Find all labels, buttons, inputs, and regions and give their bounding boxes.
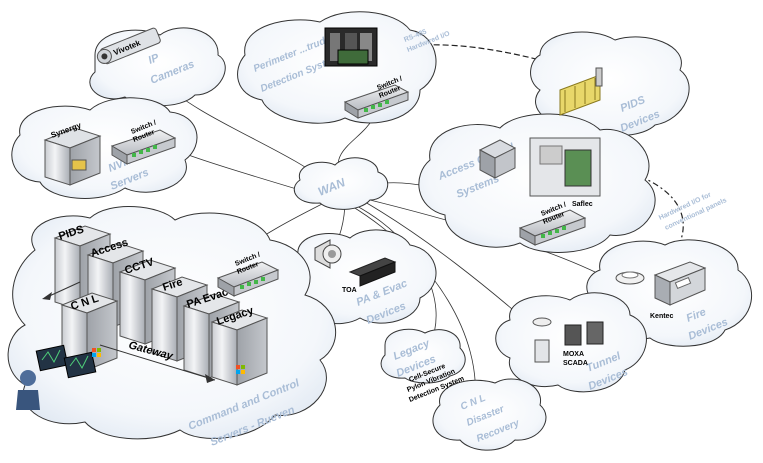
link-wan-cnl: [349, 204, 476, 401]
link-wan-tunnel: [364, 201, 526, 321]
perimeter-switch-icon: Switch / Router: [343, 75, 410, 119]
access-panel-label: Saflec: [572, 201, 593, 208]
cloud-shapes: [7, 11, 753, 451]
command-servers: PIDS Access CCTV Fire PA Evac: [42, 224, 269, 386]
server-cnl: C N L: [60, 292, 119, 371]
access-switch-icon: Switch / Router: [518, 201, 587, 246]
pa-speaker-icon: [314, 239, 342, 269]
windows-icon: [92, 348, 101, 357]
hardwired-fire-link: [599, 164, 684, 261]
fire-panel-icon: Kentec: [650, 261, 707, 320]
windows-icon: [236, 365, 245, 374]
scada-label: SCADA: [563, 360, 588, 367]
ip-camera-icon: Vivotek: [96, 27, 161, 65]
tunnel-sensor-icon: [532, 317, 552, 363]
perimeter-controller-icon: [324, 27, 378, 67]
ipcam-label-1: IP: [147, 52, 162, 67]
pids-fence-icon: [559, 67, 603, 116]
rs485-link: [379, 44, 541, 61]
pa-device-label: TOA: [342, 287, 357, 294]
nvr-switch-icon: Switch / Router: [110, 119, 177, 165]
link-wan-nvr: [174, 149, 301, 191]
card-reader-icon: [478, 139, 517, 179]
cloud-legacy: [380, 328, 466, 384]
pa-amplifier-icon: TOA: [342, 257, 397, 294]
command-switch-icon: Switch / Router: [216, 251, 280, 297]
server-fire-label: Fire: [161, 276, 184, 294]
smoke-detector-icon: [615, 271, 645, 285]
operator-workstation-icon: [16, 344, 101, 410]
access-panel-icon: Saflec: [529, 137, 601, 208]
nvr-server-icon: Synergy: [43, 120, 102, 186]
gateway-arrow: [99, 344, 216, 381]
cloud-wan: [293, 157, 389, 210]
moxa-label: MOXA: [563, 351, 584, 358]
fire-panel-label: Kentec: [650, 313, 673, 320]
cloud-cnl-dr: [432, 378, 547, 451]
moxa-device-icon: MOXA SCADA: [563, 321, 604, 367]
